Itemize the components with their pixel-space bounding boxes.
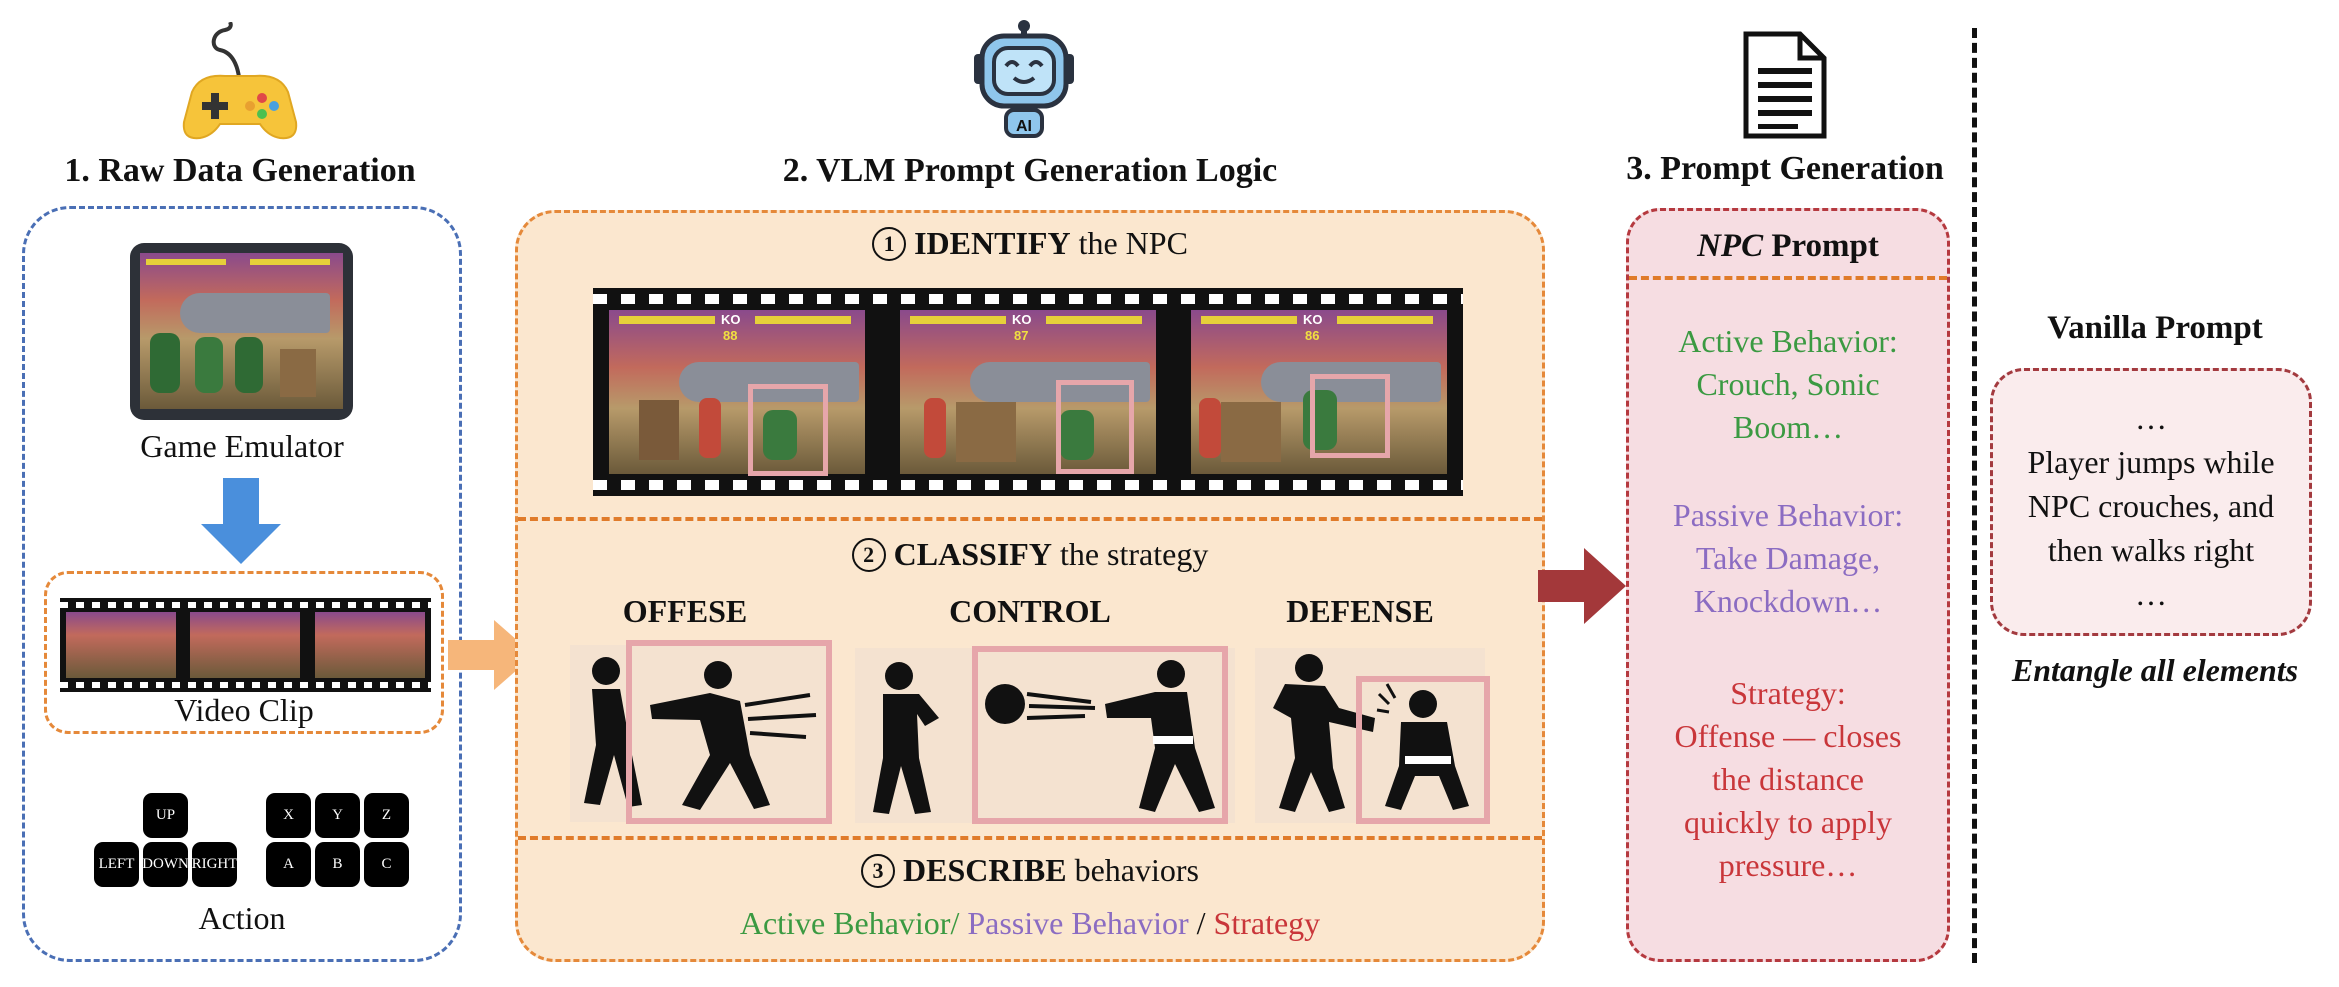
key-down: DOWN: [142, 842, 189, 887]
step2-bold: CLASSIFY: [893, 536, 1052, 572]
vanilla-title: Vanilla Prompt: [2047, 310, 2263, 346]
divider-2: [518, 836, 1542, 840]
step1-heading: 1 IDENTIFY the NPC: [515, 225, 1545, 262]
legend-strategy: Strategy: [1213, 905, 1321, 941]
passive-line: Take Damage,: [1695, 540, 1881, 576]
video-clip-filmstrip: [60, 598, 431, 692]
active-behavior-block: Active Behavior: Crouch, Sonic Boom…: [1626, 320, 1950, 449]
legend-sep: /: [1188, 905, 1214, 941]
step3-heading: 3 DESCRIBE behaviors: [515, 852, 1545, 889]
passive-line: Passive Behavior:: [1672, 497, 1904, 533]
frame-2: KO 87: [900, 310, 1156, 474]
section3-title: 3. Prompt Generation: [1626, 150, 1944, 187]
legend-passive: Passive Behavior: [959, 905, 1189, 941]
document-icon: [1743, 31, 1827, 139]
vanilla-line: …: [2135, 576, 2167, 612]
strategy-label-control: CONTROL: [949, 593, 1111, 629]
robot-badge: AI: [1016, 118, 1032, 135]
key-right: RIGHT: [192, 842, 237, 887]
frame-1: KO 88: [609, 310, 865, 474]
step1-bold: IDENTIFY: [914, 225, 1071, 261]
strategy-label-offense: OFFESE: [622, 593, 748, 629]
step3-rest: behaviors: [1066, 852, 1199, 888]
step2-rest: the strategy: [1051, 536, 1209, 572]
key-left: LEFT: [94, 842, 139, 887]
right-arrow-orange: [448, 620, 534, 690]
right-arrow-red: [1538, 548, 1626, 624]
strategy-block: Strategy: Offense — closes the distance …: [1626, 672, 1950, 887]
active-line: Boom…: [1732, 409, 1844, 445]
control-highlight: [972, 646, 1228, 824]
npc-prompt-header-rest: Prompt: [1763, 228, 1879, 264]
passive-behavior-block: Passive Behavior: Take Damage, Knockdown…: [1626, 494, 1950, 623]
key-x: X: [266, 793, 311, 838]
game-emulator-screen: [130, 243, 353, 420]
gamepad-icon: [182, 22, 298, 140]
vanilla-prompt-panel: [1990, 368, 2312, 636]
legend-active: Active Behavior/: [739, 905, 960, 941]
step3-number: 3: [860, 854, 895, 888]
down-arrow: [201, 478, 281, 564]
offense-image: [570, 645, 830, 822]
active-line: Active Behavior:: [1678, 323, 1898, 359]
step2-heading: 2 CLASSIFY the strategy: [515, 536, 1545, 573]
vanilla-line: NPC crouches, and: [2027, 488, 2275, 524]
step3-bold: DESCRIBE: [902, 852, 1067, 888]
vanilla-text-block: … Player jumps while NPC crouches, and t…: [1990, 396, 2312, 616]
strategy-line: pressure…: [1718, 847, 1858, 883]
key-b: B: [315, 842, 360, 887]
npc-prompt-panel: [1626, 208, 1950, 962]
vanilla-line: then walks right: [2047, 532, 2255, 568]
key-y: Y: [315, 793, 360, 838]
behavior-legend: Active Behavior/ Passive Behavior / Stra…: [515, 905, 1545, 942]
step1-rest: the NPC: [1070, 225, 1188, 261]
strategy-label-defense: DEFENSE: [1286, 593, 1434, 629]
key-z: Z: [364, 793, 409, 838]
control-image: [855, 648, 1235, 823]
vanilla-line: Player jumps while: [2027, 444, 2275, 480]
npc-highlight-1: [748, 384, 828, 476]
vanilla-caption: Entangle all elements: [2011, 652, 2299, 688]
identify-filmstrip: KO 88 KO 87 KO 86: [593, 288, 1463, 496]
section1-title: 1. Raw Data Generation: [64, 152, 416, 189]
offense-highlight: [626, 640, 832, 824]
video-clip-box: [44, 571, 444, 734]
step1-number: 1: [872, 227, 907, 261]
strategy-line: the distance: [1712, 761, 1864, 797]
passive-line: Knockdown…: [1693, 583, 1883, 619]
npc-prompt-header: NPC Prompt: [1626, 228, 1950, 265]
strategy-line: Offense — closes: [1674, 718, 1902, 754]
divider-1: [518, 517, 1542, 521]
npc-prompt-divider: [1629, 276, 1947, 280]
vertical-separator: [1972, 28, 1977, 963]
npc-prompt-header-italic: NPC: [1697, 228, 1764, 264]
action-label: Action: [198, 900, 286, 936]
game-emulator-label: Game Emulator: [140, 428, 344, 464]
raw-data-panel: [22, 206, 462, 962]
strategy-line: quickly to apply: [1684, 804, 1892, 840]
defense-highlight: [1356, 676, 1490, 824]
key-a: A: [266, 842, 311, 887]
step2-number: 2: [851, 538, 886, 572]
section2-title: 2. VLM Prompt Generation Logic: [782, 152, 1278, 189]
npc-highlight-3: [1310, 374, 1390, 458]
key-up: UP: [143, 793, 188, 838]
active-line: Crouch, Sonic: [1696, 366, 1880, 402]
strategy-line: Strategy:: [1730, 675, 1846, 711]
vanilla-line: …: [2135, 400, 2167, 436]
robot-ai-icon: [974, 20, 1074, 138]
video-clip-label: Video Clip: [174, 692, 314, 728]
key-c: C: [364, 842, 409, 887]
npc-highlight-2: [1056, 380, 1134, 474]
frame-3: KO 86: [1191, 310, 1447, 474]
